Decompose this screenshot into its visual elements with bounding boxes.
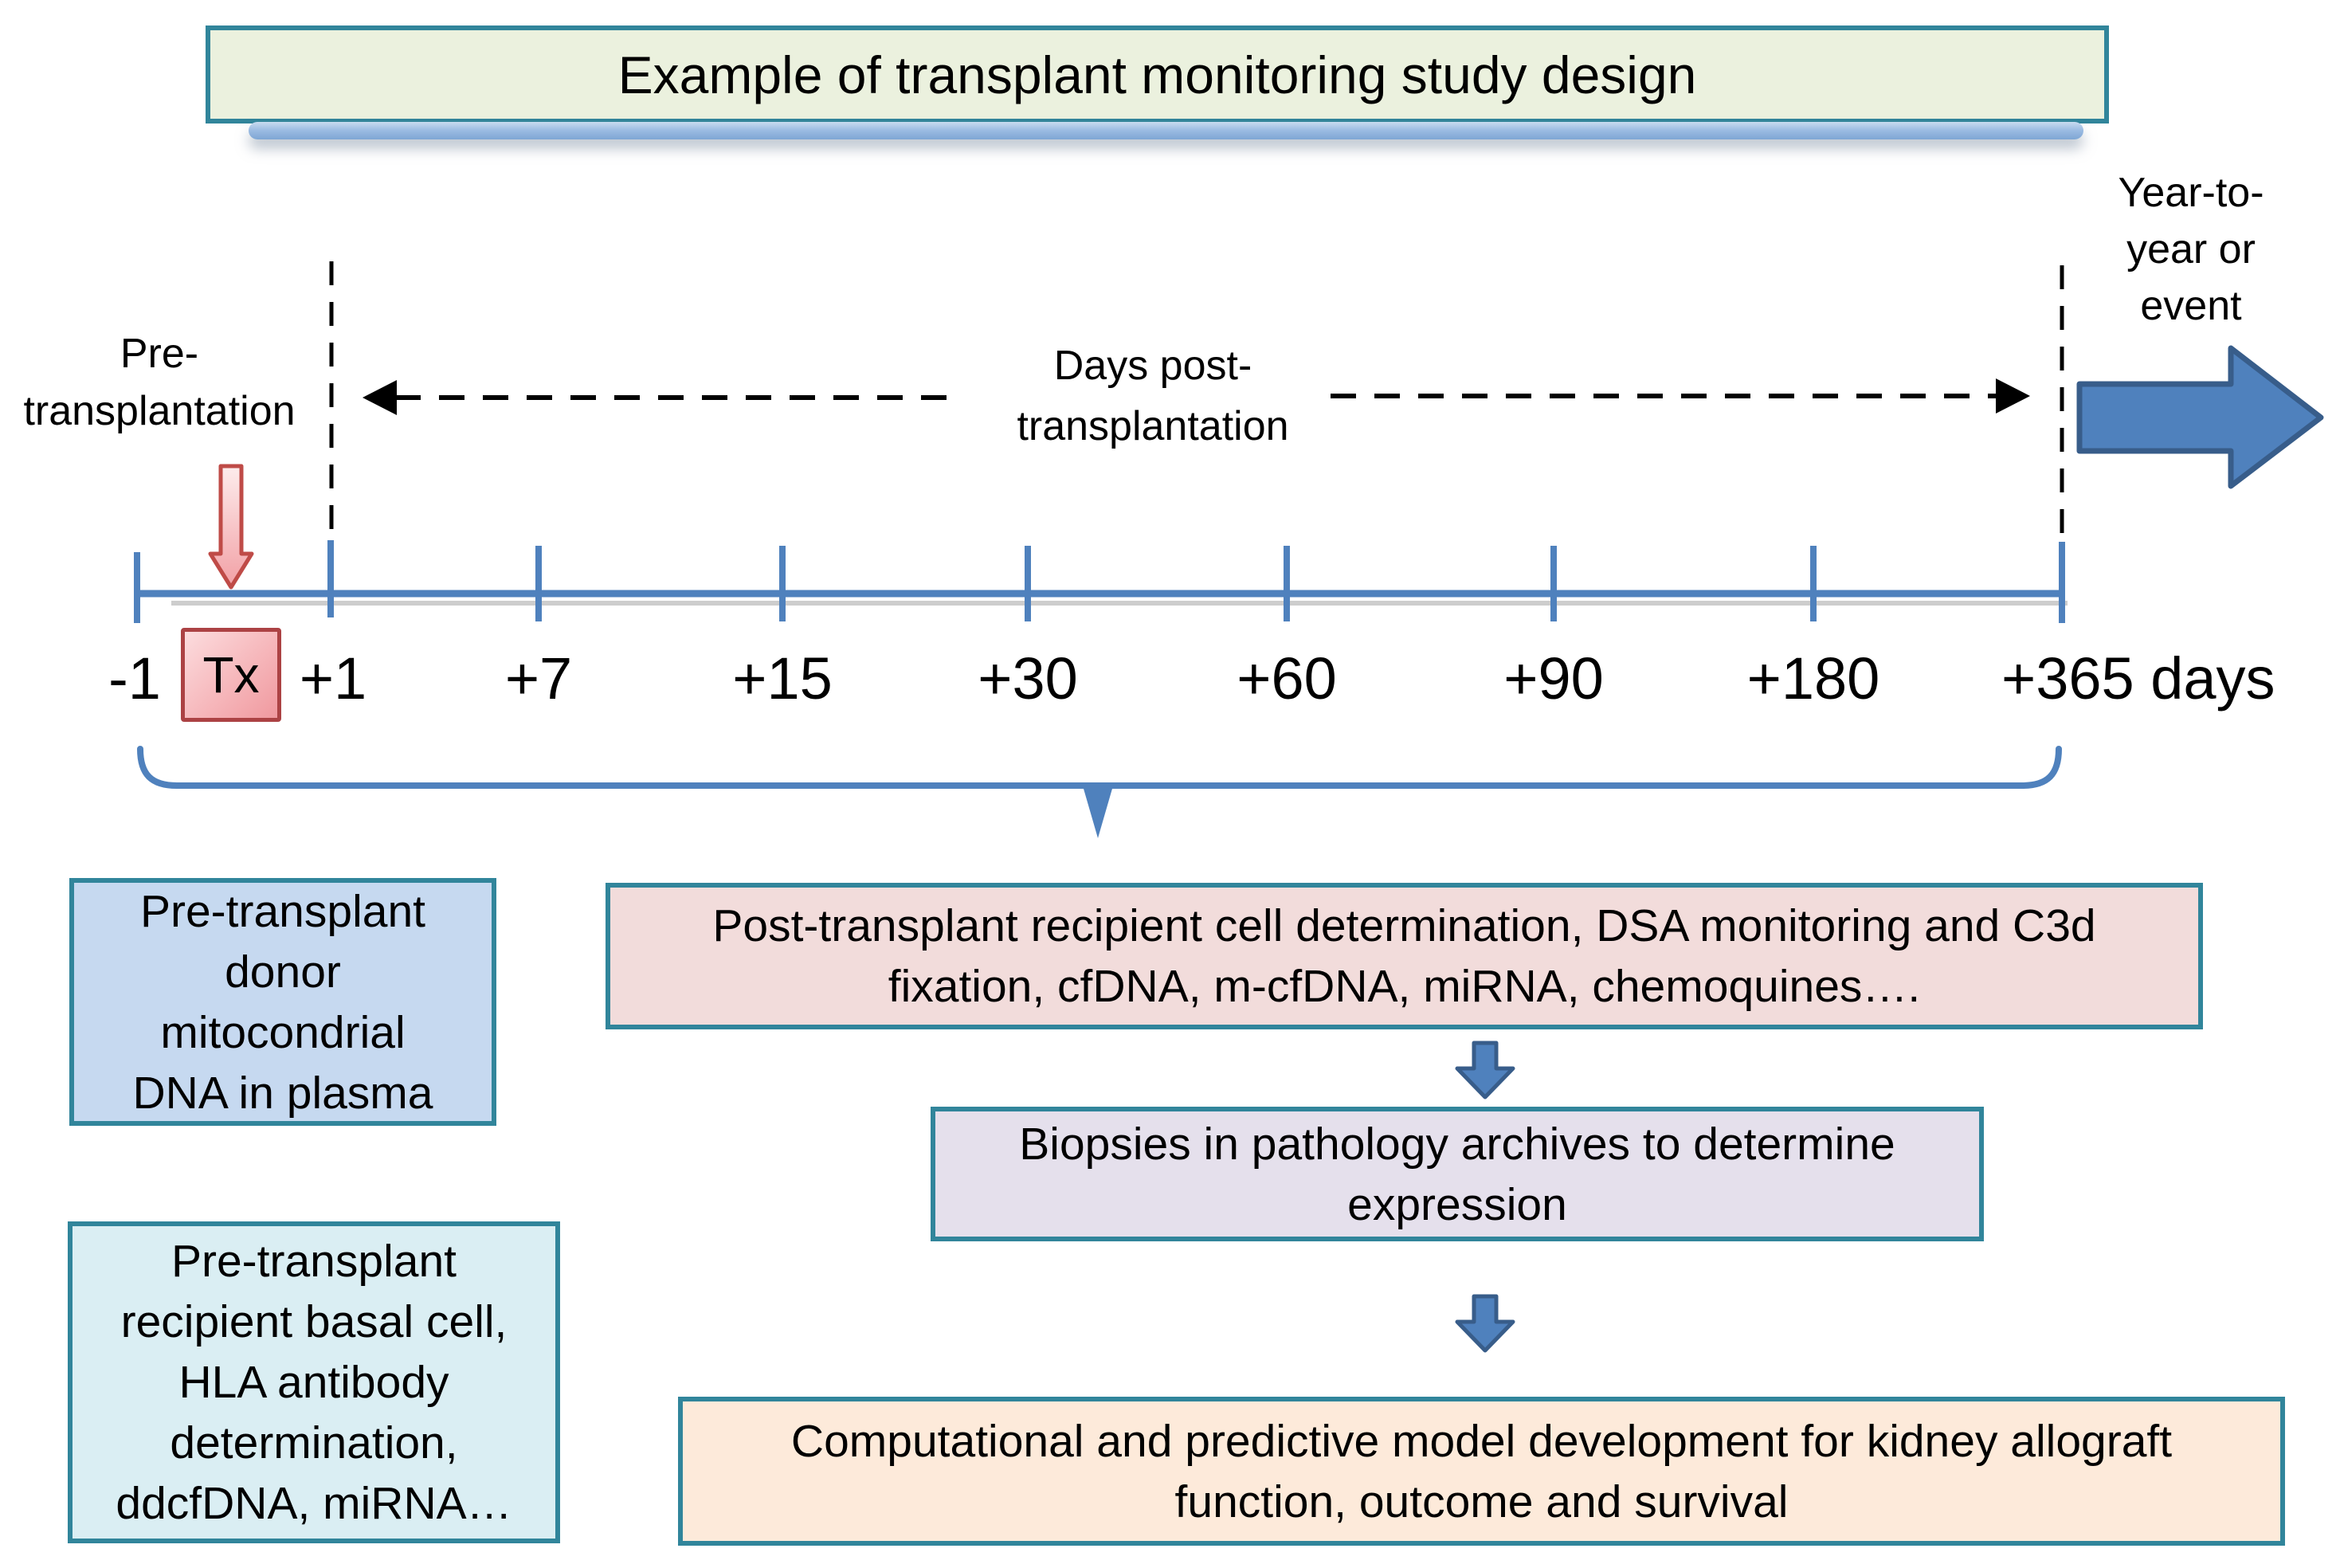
transplant-pink-down-arrow-icon [208,464,254,590]
box-biopsies-archives: Biopsies in pathology archives to determ… [931,1107,1984,1241]
timeline-ticks [134,540,2065,623]
days-post-transplantation-label: Days post- transplantation [1017,343,1289,449]
title-box: Example of transplant monitoring study d… [206,25,2109,123]
tick-label-plus90: +90 [1503,645,1604,711]
box-posttransplant-monitoring-text: Post-transplant recipient cell determina… [712,900,2096,1012]
tx-label: Tx [202,646,260,704]
tick-label-minus1: -1 [108,645,161,711]
tick-label-plus1: +1 [299,645,367,711]
year-to-year-right-arrow-icon [2076,345,2324,489]
tick-label-plus7: +7 [504,645,573,711]
flow-down-arrow-icon-1 [1455,1041,1515,1100]
tick-label-plus365: +365 days [2001,645,2275,711]
tick-label-plus60: +60 [1237,645,1337,711]
box-pretransplant-donor-text: Pre-transplant donor mitocondrial DNA in… [132,885,433,1119]
box-computational-model-text: Computational and predictive model devel… [790,1415,2173,1527]
box-pretransplant-recipient: Pre-transplant recipient basal cell, HLA… [68,1221,560,1543]
page-title: Example of transplant monitoring study d… [617,45,1697,104]
pre-transplantation-label: Pre- transplantation [23,331,296,434]
box-pretransplant-recipient-text: Pre-transplant recipient basal cell, HLA… [116,1236,512,1529]
title-shadow-bar [249,122,2083,139]
box-pretransplant-donor: Pre-transplant donor mitocondrial DNA in… [69,878,496,1126]
tick-label-plus15: +15 [732,645,833,711]
box-computational-model: Computational and predictive model devel… [678,1397,2285,1546]
year-to-year-label: Year-to- year or event [2118,170,2264,329]
box-posttransplant-monitoring: Post-transplant recipient cell determina… [606,883,2203,1029]
flow-down-arrow-icon-2 [1455,1294,1515,1353]
tick-label-plus180: +180 [1746,645,1880,711]
dashed-span-arrow-right [1331,378,2030,414]
tx-marker-box: Tx [181,628,281,722]
dashed-span-arrow-left [363,380,960,415]
timeline-brace [137,746,2062,838]
box-biopsies-archives-text: Biopsies in pathology archives to determ… [1019,1118,1895,1230]
tick-label-plus30: +30 [978,645,1078,711]
